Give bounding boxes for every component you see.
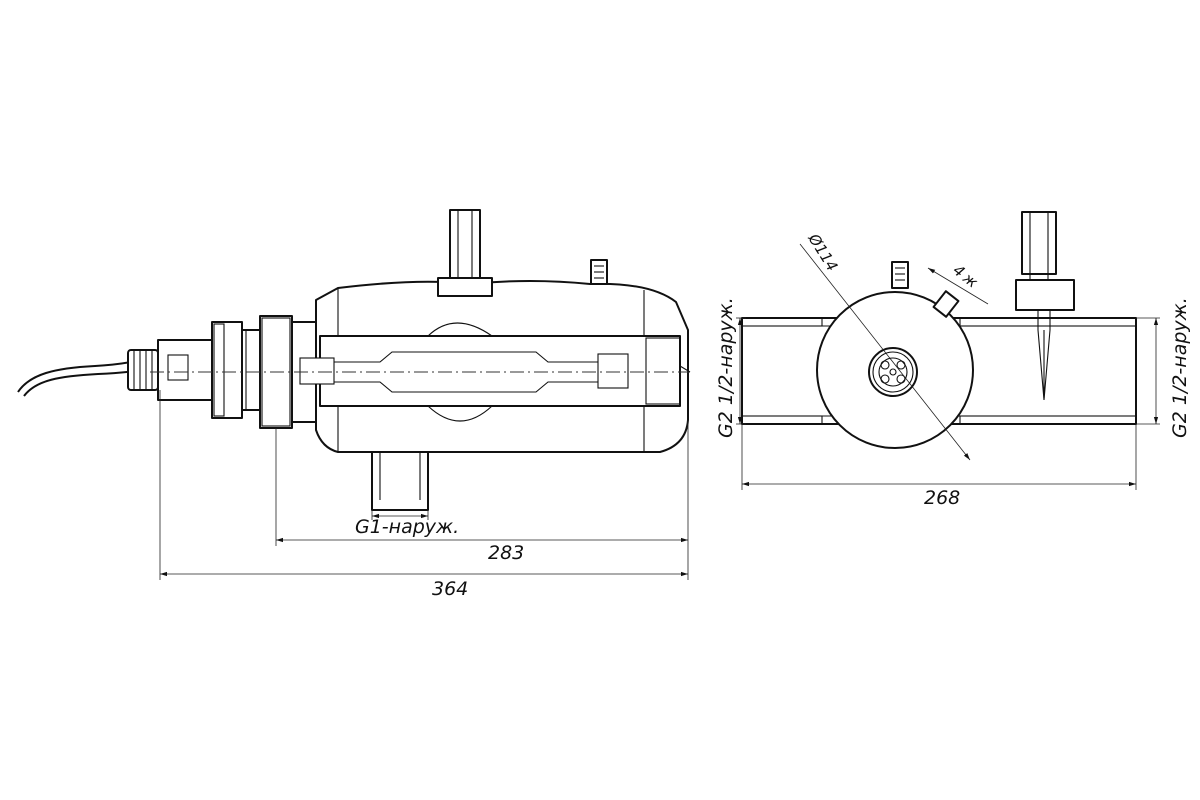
thread-label-g1: G1-наруж. [355, 516, 459, 538]
dim-283-label: 283 [488, 542, 524, 564]
ground-bolt [590, 259, 608, 285]
vessel-body [150, 280, 691, 453]
dim-268-label: 268 [924, 487, 960, 509]
dim-268: 268 [741, 424, 1137, 509]
dim-diameter-label: Ø114 [804, 230, 841, 275]
dim-283: 283 [275, 420, 689, 580]
dim-364-label: 364 [432, 578, 468, 600]
lamp-section [868, 347, 918, 397]
uv-sensor [1015, 211, 1075, 401]
dim-364: 364 [159, 390, 688, 600]
thread-label-left: G2 1/2-наруж. [715, 297, 737, 438]
dim-small: 4 ж [927, 261, 989, 305]
angled-fitting [932, 290, 960, 318]
outlet-nozzle [371, 451, 429, 511]
thread-label-right: G2 1/2-наруж. [1169, 297, 1191, 438]
dim-thread-g1: G1-наруж. [355, 510, 459, 538]
cable-gland [127, 315, 317, 429]
dim-thread-right: G2 1/2-наруж. [1136, 297, 1191, 438]
end-view: Ø114 4 ж G2 1/2-наруж. [715, 211, 1191, 509]
side-view: G1-наруж. 283 364 [17, 209, 691, 600]
end-bolt [891, 261, 909, 289]
top-post [437, 209, 493, 297]
dim-thread-left: G2 1/2-наруж. [715, 297, 746, 438]
